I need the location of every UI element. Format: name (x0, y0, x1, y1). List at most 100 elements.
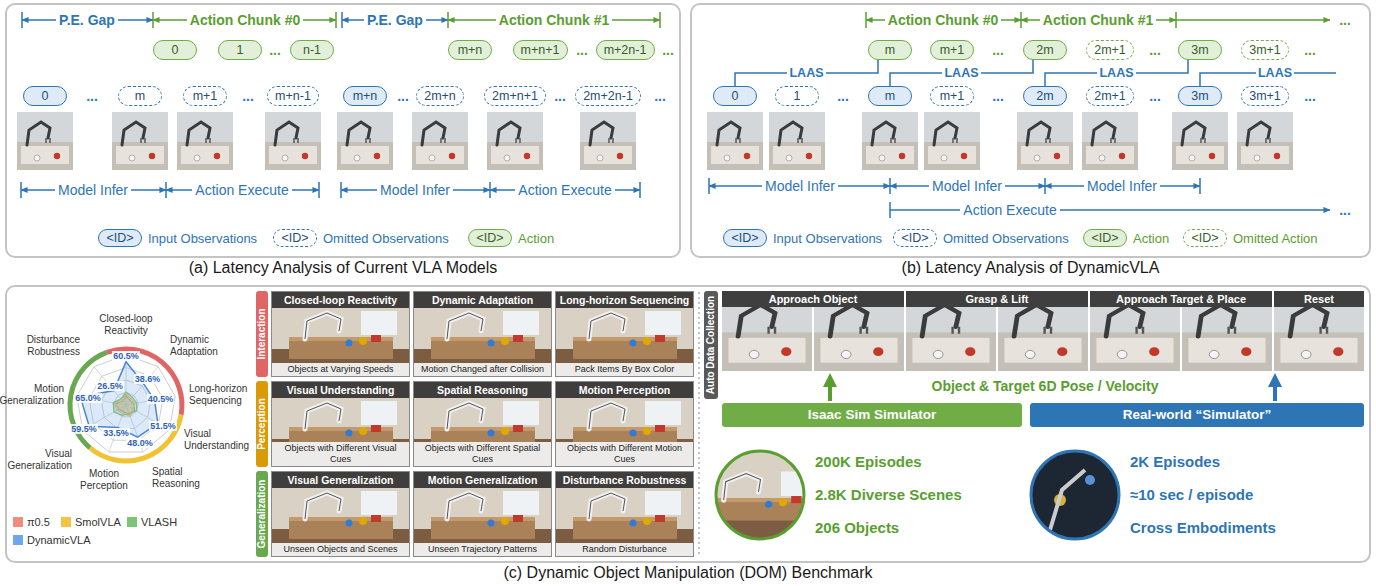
photo-ring (716, 451, 804, 539)
index-label: 2m (1036, 89, 1053, 103)
task-card: Visual UnderstandingObjects with Differe… (271, 381, 410, 467)
collection-strip (722, 291, 1364, 371)
task-card: Long-horizon SequencingPack Items By Box… (555, 291, 694, 377)
category-tab: Auto Data Collection (704, 291, 718, 399)
ellipsis: ... (992, 43, 1004, 57)
index-pill: m+1 (930, 40, 974, 60)
score-value: 60.5% (112, 351, 140, 361)
legend-swatch (61, 517, 71, 527)
task-caption: Objects with Different Visual Cues (272, 442, 409, 466)
task-image (555, 471, 694, 557)
chunk-label: Action Chunk #1 (496, 12, 612, 28)
frame-image (580, 112, 636, 170)
axis-label: Long-horizon Sequencing (189, 383, 255, 407)
ellipsis: ... (269, 43, 281, 57)
index-label: <ID> (281, 231, 308, 245)
index-label: 0 (172, 43, 179, 57)
task-image (413, 471, 552, 557)
timing-brackets (21, 12, 1336, 218)
real-photo (1031, 451, 1119, 539)
ellipsis: ... (992, 89, 1004, 103)
ellipsis: ... (397, 89, 409, 103)
category-tab: Generalization (256, 471, 268, 557)
task-image (271, 291, 410, 377)
index-label: 2m+1 (1094, 89, 1126, 103)
index-pill: <ID> (468, 229, 512, 247)
score-value: 48.0% (126, 438, 154, 448)
task-card: Dynamic AdaptationMotion Changed after C… (413, 291, 552, 377)
index-label: <ID> (901, 231, 928, 245)
index-label: m+2n-1 (604, 43, 647, 57)
frame-image (1082, 112, 1138, 170)
index-label: m+n+1 (521, 43, 560, 57)
index-label: m (885, 89, 895, 103)
execute-bracket (890, 209, 1330, 211)
index-label: 2m+n (424, 89, 456, 103)
phase-label: Model Infer (762, 178, 838, 194)
index-label: 1 (794, 89, 801, 103)
index-pill: 2m+n (416, 86, 464, 106)
index-pill: <ID> (1083, 229, 1127, 247)
ellipsis: ... (1149, 43, 1161, 57)
index-pill: m (118, 86, 162, 106)
task-title: Motion Perception (556, 382, 693, 398)
chunk-label: Action Chunk #1 (1040, 12, 1156, 28)
score-value: 33.5% (102, 428, 130, 438)
index-pill: 3m+1 (1241, 40, 1289, 60)
stat-label: 2K Episodes (1130, 453, 1220, 471)
index-label: m+n (458, 43, 483, 57)
task-card: Motion GeneralizationUnseen Trajectory P… (413, 471, 552, 557)
task-image (413, 291, 552, 377)
axis-label: Visual Understanding (184, 428, 252, 452)
up-arrow (828, 380, 832, 401)
frame-image (487, 112, 543, 170)
ellipsis: ... (86, 89, 98, 103)
index-label: 2m (1036, 43, 1053, 57)
frame-image (1172, 112, 1228, 170)
phase-label: Grasp & Lift (966, 293, 1029, 306)
sim-photo (689, 451, 831, 539)
task-caption: Unseen Objects and Scenes (272, 543, 409, 556)
index-label: 2m+1 (1094, 43, 1126, 57)
phase-header: Approach Target & Place (1090, 291, 1272, 307)
index-pill: <ID> (273, 229, 317, 247)
legend-swatch (127, 517, 137, 527)
legend-text: Input Observations (148, 231, 257, 246)
bracket-tick (866, 12, 1176, 28)
stat-label: 2.8K Diverse Scenes (815, 486, 962, 504)
task-caption: Pack Items By Box Color (556, 363, 693, 376)
radar-grid (77, 355, 175, 452)
index-pill: 2m (1023, 40, 1067, 60)
panel-caption: (b) Latency Analysis of DynamicVLA (692, 259, 1369, 277)
task-caption: Random Disturbance (556, 543, 693, 556)
frame-image (707, 112, 763, 170)
frame-image (337, 112, 393, 170)
bracket-tick (21, 12, 23, 28)
task-title: Closed-loop Reactivity (272, 292, 409, 308)
task-card: Visual GeneralizationUnseen Objects and … (271, 471, 410, 557)
index-pill: m+n (343, 86, 387, 106)
radar-axes (77, 355, 175, 452)
gap-label: P.E. Gap (364, 12, 426, 28)
task-title: Disturbance Robustness (556, 472, 693, 488)
task-image (271, 471, 410, 557)
task-title: Motion Generalization (414, 472, 551, 488)
stat-label: 200K Episodes (815, 453, 922, 471)
ellipsis: ... (837, 89, 849, 103)
index-label: m+n (353, 89, 378, 103)
task-image (413, 381, 552, 467)
legend-text: VLASH (141, 516, 177, 529)
laas-connector (735, 60, 878, 86)
axis-label: Spatial Reasoning (152, 466, 222, 490)
ellipsis: ... (1339, 203, 1351, 217)
frame-image (412, 112, 468, 170)
edge-label: LAAS (787, 66, 825, 80)
frame-image (924, 112, 980, 170)
legend-text: π0.5 (27, 516, 50, 529)
index-pill: 0 (713, 86, 757, 106)
axis-label: Dynamic Adaptation (170, 334, 240, 358)
index-label: 1 (237, 43, 244, 57)
source-box: Real-world “Simulator” (1030, 403, 1364, 427)
tab-label: Perception (256, 398, 268, 450)
